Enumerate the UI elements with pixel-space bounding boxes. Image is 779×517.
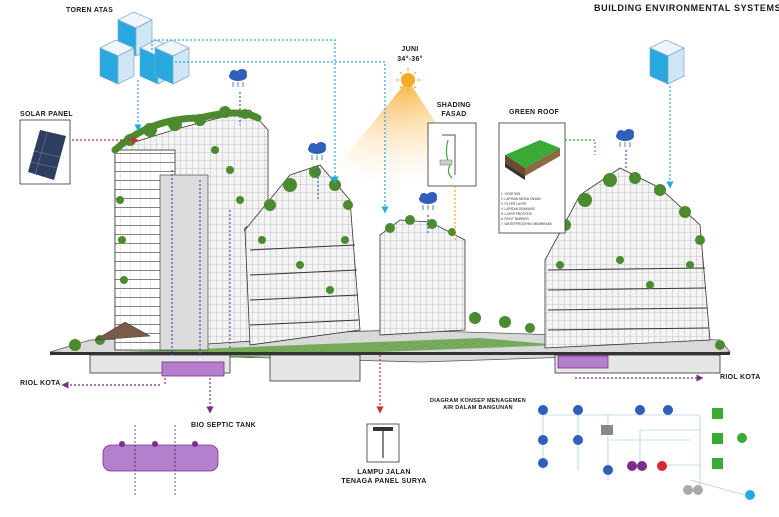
septic-chamber-left: [161, 361, 225, 377]
small-house: [94, 321, 151, 341]
label-fasad: FASAD: [441, 111, 467, 118]
label-tenaga-panel-surya: TENAGA PANEL SURYA: [341, 478, 427, 485]
green-roof-layer: 1. VEGETASI: [501, 192, 521, 196]
green-roof-layer: 5. LAYER PROTEKSI: [501, 212, 532, 216]
label-riol-kota-right: RIOL KOTA: [720, 374, 761, 381]
green-roof-layer: 3. FILTER LAYER: [501, 202, 527, 206]
sun-icon: [396, 68, 420, 92]
label-juni: JUNI: [401, 46, 419, 53]
water-node-icons: [538, 405, 755, 500]
green-roof-layer: 6. ROOT BARRIER: [501, 217, 529, 221]
water-management-diagram: [542, 414, 746, 496]
label-toren-atas: TOREN ATAS: [66, 7, 114, 14]
rain-cloud-icon: [229, 69, 634, 210]
tower-center: [379, 215, 466, 336]
street-lamp-icon: [366, 423, 400, 463]
label-sun-angle: 34°-36°: [397, 56, 423, 63]
plaza-trees: [69, 312, 725, 351]
green-roof-layer: 2. LAPISAN MEDIA TANAM: [501, 197, 541, 201]
basement-center: [269, 354, 361, 382]
label-air-dalam-bangunan: AIR DALAM BANGUNAN: [443, 405, 513, 411]
green-roof-layer: 4. LAPISAN DRAINASE: [501, 207, 536, 211]
tower-right: [544, 167, 711, 349]
label-bio-septic-tank: BIO SEPTIC TANK: [191, 422, 257, 429]
label-diagram-konsep: DIAGRAM KONSEP MENAGEMEN: [429, 398, 527, 404]
label-green-roof: GREEN ROOF: [509, 109, 560, 116]
solar-panel-icon: [19, 119, 71, 185]
tower-middle: [244, 164, 361, 346]
label-shading: SHADING: [436, 102, 472, 109]
label-lampu-jalan: LAMPU JALAN: [357, 469, 411, 476]
shading-fasad-detail: [427, 122, 477, 187]
septic-tank-icon: [102, 425, 219, 495]
tower-left: [111, 106, 269, 351]
septic-chamber-right: [557, 355, 609, 369]
water-tank-icon: [99, 11, 685, 85]
green-roof-layer: 7. WATERPROOFING MEMBRANE: [501, 222, 553, 226]
green-roof-detail: [498, 122, 566, 234]
label-riol-kota-left: RIOL KOTA: [20, 380, 61, 387]
flow-lines: [61, 39, 704, 410]
label-solar-panel: SOLAR PANEL: [20, 111, 73, 118]
page-title: BUILDING ENVIRONMENTAL SYSTEMS: [594, 3, 779, 13]
ground-line: [50, 352, 730, 355]
